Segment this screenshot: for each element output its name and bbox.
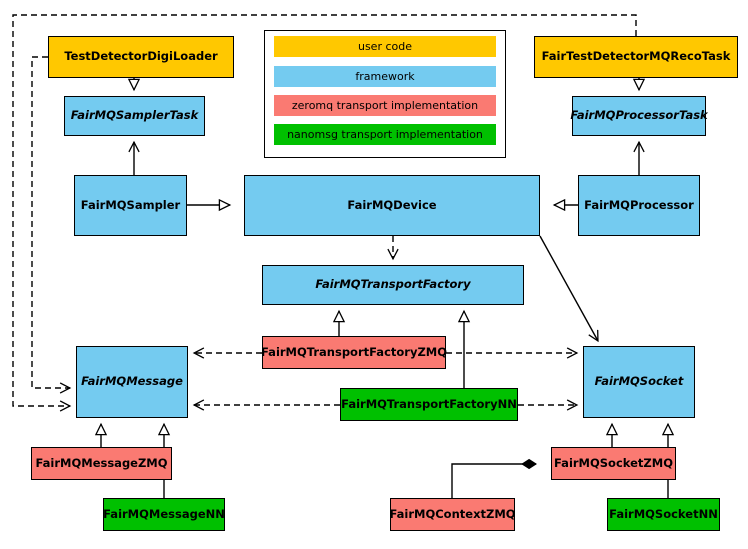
class-node-FairMQProcessorTask[interactable]: FairMQProcessorTask <box>570 96 708 136</box>
class-node-FairMQSocketZMQ[interactable]: FairMQSocketZMQ <box>551 447 676 480</box>
legend-swatch-0: user code <box>274 36 496 57</box>
legend-swatch-3: nanomsg transport implementation <box>274 124 496 145</box>
edge-device-to-socket <box>539 235 598 341</box>
edge-socketzmq-composes-contextzmq <box>451 464 536 498</box>
class-node-FairMQProcessor[interactable]: FairMQProcessor <box>578 175 700 236</box>
class-node-FairMQMessage[interactable]: FairMQMessage <box>76 346 188 418</box>
class-node-FairMQSampler[interactable]: FairMQSampler <box>74 175 187 236</box>
class-node-FairMQContextZMQ[interactable]: FairMQContextZMQ <box>389 498 516 531</box>
class-node-FairMQTransportFactory[interactable]: FairMQTransportFactory <box>262 265 524 305</box>
class-node-FairMQSocketNN[interactable]: FairMQSocketNN <box>607 498 720 531</box>
edge-recotask-to-message <box>12 14 637 406</box>
class-node-FairMQTransportFactoryNN[interactable]: FairMQTransportFactoryNN <box>340 388 518 421</box>
class-node-FairTestDetectorMQRecoTask[interactable]: FairTestDetectorMQRecoTask <box>534 36 738 78</box>
class-node-FairMQSocket[interactable]: FairMQSocket <box>583 346 695 418</box>
class-node-FairMQMessageNN[interactable]: FairMQMessageNN <box>103 498 225 531</box>
class-node-FairMQDevice[interactable]: FairMQDevice <box>244 175 540 236</box>
legend-swatch-1: framework <box>274 66 496 87</box>
edge-digiloader-to-message <box>31 56 70 388</box>
class-node-TestDetectorDigiLoader[interactable]: TestDetectorDigiLoader <box>48 36 234 78</box>
class-node-FairMQMessageZMQ[interactable]: FairMQMessageZMQ <box>31 447 172 480</box>
class-node-FairMQSamplerTask[interactable]: FairMQSamplerTask <box>64 96 205 136</box>
class-node-FairMQTransportFactoryZMQ[interactable]: FairMQTransportFactoryZMQ <box>261 336 447 369</box>
legend-swatch-2: zeromq transport implementation <box>274 95 496 116</box>
